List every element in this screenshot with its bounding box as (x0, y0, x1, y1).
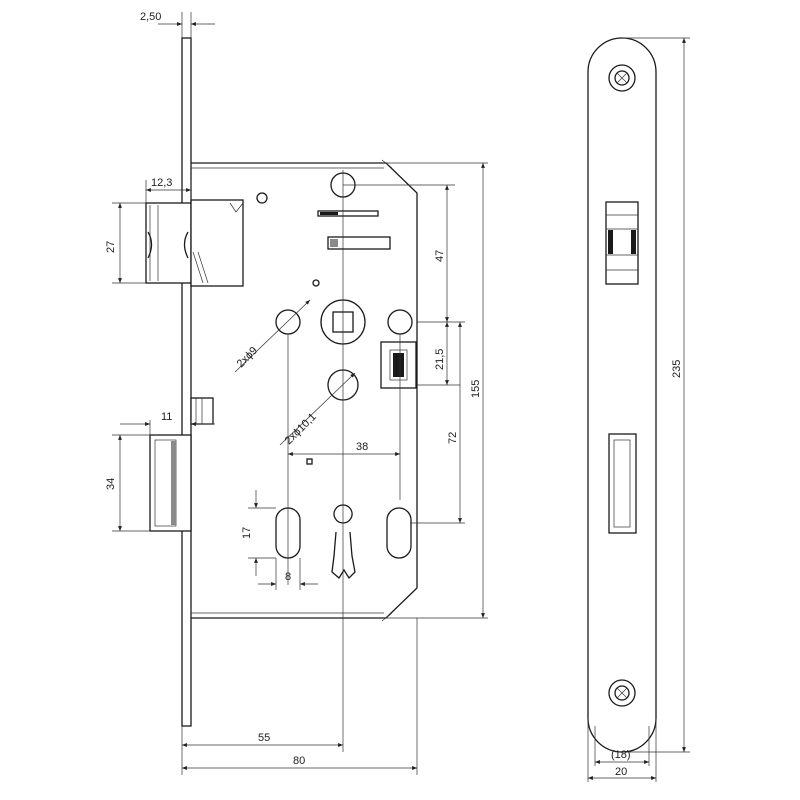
dim-slot-width: 8 (285, 571, 291, 583)
dim-top-to-follower: 47 (434, 250, 446, 262)
latch-bolt (145, 199, 244, 287)
faceplate-front (587, 37, 657, 753)
dead-bolt (149, 397, 214, 532)
faceplate-dimensions: 235 (18) 20 (587, 37, 690, 782)
dim-follower-to-hole: 21,5 (434, 349, 446, 370)
faceplate-side (181, 37, 192, 727)
dim-latch-height: 27 (105, 241, 117, 253)
dim-slot-height: 17 (241, 527, 253, 539)
dim-case-height: 155 (470, 380, 482, 398)
dim-faceplate-length: 235 (671, 360, 683, 378)
dim-follower-to-key: 72 (447, 432, 459, 444)
center-lines (287, 162, 488, 752)
dim-faceplate-width-alt: (18) (611, 749, 631, 761)
dim-faceplate-thickness: 2,50 (140, 11, 161, 23)
dim-bolt-height: 34 (105, 478, 117, 490)
dim-faceplate-width: 20 (615, 766, 627, 778)
dim-bolt-projection: 11 (161, 411, 172, 423)
dimensions: 2,50 12,3 27 47 21,5 72 155 2xϕ9 2xϕ10,1… (105, 11, 485, 775)
dim-lever-holes: 2xϕ9 (235, 345, 260, 370)
dim-hole-spacing: 38 (356, 441, 368, 453)
lock-case (191, 159, 418, 622)
dim-case-depth: 80 (293, 755, 305, 767)
lock-internals (256, 172, 417, 580)
dim-backset: 55 (258, 732, 270, 744)
dim-latch-projection: 12,3 (151, 177, 172, 189)
